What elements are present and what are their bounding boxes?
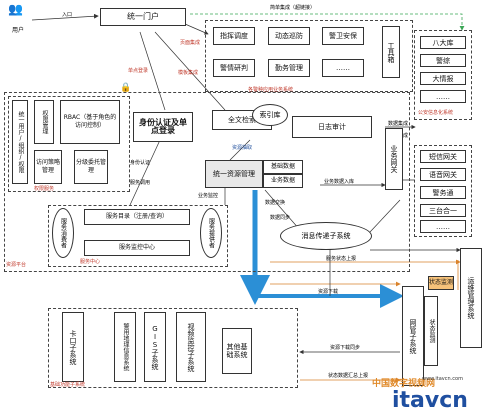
apps-group bbox=[205, 20, 413, 92]
subsys-video[interactable]: 视频监控子系统 bbox=[176, 312, 206, 382]
subsys-other[interactable]: 其他基础系统 bbox=[222, 328, 252, 374]
public-security-group bbox=[414, 30, 472, 120]
link-status[interactable]: 状态监测 bbox=[428, 276, 454, 290]
unified-user[interactable]: 统一用户/组织/权限 bbox=[12, 100, 28, 184]
ps-item-3[interactable]: 大情报 bbox=[420, 72, 466, 85]
portal-apps-arrow bbox=[184, 23, 209, 35]
business-data[interactable]: 业务数据 bbox=[263, 174, 303, 188]
sso-label: 单点登录 bbox=[128, 68, 149, 74]
app-patrol[interactable]: 动态巡防 bbox=[268, 27, 310, 45]
app-toolbox[interactable]: 工具箱 bbox=[382, 26, 400, 78]
subsystems-label: 基础功能子系统 bbox=[50, 382, 86, 388]
subsystems-group bbox=[48, 308, 298, 388]
service-access-label: 业务数据入库 bbox=[324, 179, 355, 185]
service-consumer[interactable]: 服务消费者 bbox=[52, 208, 74, 258]
gateway-police[interactable]: 警务通 bbox=[420, 186, 466, 199]
lock-icon: 🔒 bbox=[120, 83, 132, 93]
access-group bbox=[8, 96, 130, 192]
watermark-cn: 中国数字视频网 bbox=[372, 379, 436, 389]
simple-integration-arrow bbox=[190, 13, 465, 31]
ps-data-sync: 数据集成 bbox=[388, 121, 409, 127]
resource-sync-label: 资源下载同步 bbox=[330, 345, 361, 351]
exchange-link bbox=[264, 189, 301, 231]
service-provider[interactable]: 服务提供者 bbox=[200, 208, 222, 258]
access-policy[interactable]: 访问策略管理 bbox=[34, 150, 62, 184]
basic-data[interactable]: 基础数据 bbox=[263, 160, 303, 174]
resource-mgmt[interactable]: 统一资源管理 bbox=[205, 160, 263, 188]
ps-item-4[interactable]: …… bbox=[420, 90, 466, 103]
portal-box[interactable]: 统一门户 bbox=[100, 8, 186, 26]
portal-auth-line bbox=[139, 31, 166, 111]
rbac-box[interactable]: RBAC（基于角色的访问控制） bbox=[60, 100, 120, 144]
app-command[interactable]: 指挥调度 bbox=[213, 27, 255, 45]
service-gateway[interactable]: 业务网关 bbox=[385, 128, 403, 190]
index-lib[interactable]: 索引库 bbox=[252, 104, 288, 126]
gateways-group bbox=[414, 145, 472, 237]
service-monitor[interactable]: 服务监控中心 bbox=[84, 240, 190, 256]
gateway-more[interactable]: …… bbox=[420, 220, 466, 233]
portal-data-line bbox=[154, 31, 226, 111]
service-center-group bbox=[48, 205, 228, 267]
auth-box[interactable]: 身份认证及单点登录 bbox=[133, 112, 193, 142]
user-icon: 👥 bbox=[8, 2, 23, 16]
ps-item-2[interactable]: 警综 bbox=[420, 54, 466, 67]
app-judgment[interactable]: 警情研判 bbox=[213, 59, 255, 77]
delegation[interactable]: 分级委托管理 bbox=[74, 150, 108, 184]
perm-mgmt[interactable]: 权限管理 bbox=[34, 100, 54, 144]
access-group-label: 权限服务 bbox=[34, 186, 55, 192]
service-center-label: 服务中心 bbox=[80, 259, 101, 265]
status-mgmt[interactable]: 状态监测 bbox=[424, 296, 438, 366]
msg-system[interactable]: 消息传递子系统 bbox=[280, 222, 372, 250]
ps-group-label: 公安信息化系统 bbox=[418, 110, 454, 116]
template-integration-label: 模板集成 bbox=[178, 70, 199, 76]
gateway-msg-link bbox=[369, 199, 401, 233]
entry-label: 入口 bbox=[62, 12, 73, 18]
platform-label: 资源平台 bbox=[6, 262, 27, 268]
service-reg-label: 服务状态上报 bbox=[326, 256, 357, 262]
user-label: 用户 bbox=[12, 27, 25, 34]
data-exchange-label: 数据交换 bbox=[265, 200, 286, 206]
simple-integration-label: 简单集成（超链接） bbox=[270, 5, 316, 11]
auth-to-service bbox=[129, 139, 161, 206]
platform-group bbox=[4, 92, 410, 272]
monitor-link bbox=[229, 139, 251, 161]
gateway-three[interactable]: 三台合一 bbox=[420, 204, 466, 217]
net-mgmt[interactable]: 网管子系统 bbox=[402, 286, 424, 386]
service-catalog[interactable]: 服务目录（注册/查询） bbox=[84, 209, 190, 225]
app-security[interactable]: 警卫安保 bbox=[322, 27, 364, 45]
status-report-label: 状态数据汇总上报 bbox=[328, 373, 369, 379]
resource-dl-label: 资源下载 bbox=[318, 289, 339, 295]
log-audit[interactable]: 日志审计 bbox=[292, 116, 372, 138]
gateway-voice[interactable]: 语音网关 bbox=[420, 168, 466, 181]
ops-mgmt[interactable]: 运维管理系统 bbox=[460, 248, 482, 348]
service-call-label: 服务调用 bbox=[130, 180, 151, 186]
app-duty[interactable]: 勤务管理 bbox=[268, 59, 310, 77]
watermark-url: www.itavcn.com bbox=[422, 376, 463, 382]
watermark-brand: itavcn bbox=[392, 388, 468, 413]
resource-extract-label: 资源抽取 bbox=[232, 145, 253, 151]
business-monitor-label: 业务监控 bbox=[198, 193, 219, 199]
id-auth-label: 身份认证 bbox=[130, 160, 151, 166]
data-sync-label: 数据同步 bbox=[270, 215, 291, 221]
user-portal-arrow bbox=[31, 13, 99, 21]
gateway-sms[interactable]: 短信网关 bbox=[420, 150, 466, 163]
app-more[interactable]: …… bbox=[322, 59, 364, 77]
subsys-gis[interactable]: GIS子系统 bbox=[144, 312, 166, 382]
subsys-pgis[interactable]: 警用地理信息系统 bbox=[114, 312, 136, 382]
apps-group-label: 各警种应用业务系统 bbox=[248, 87, 294, 93]
subsys-gate[interactable]: 卡口子系统 bbox=[62, 312, 84, 382]
page-integration-label: 页面集成 bbox=[180, 40, 201, 46]
ps-item-1[interactable]: 八大库 bbox=[420, 36, 466, 49]
